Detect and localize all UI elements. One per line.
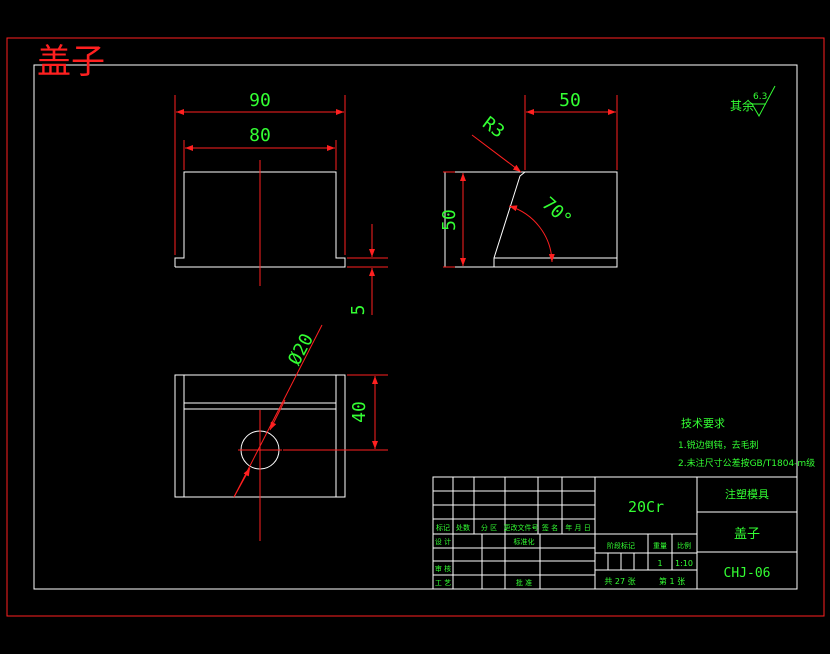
dim-70-label: 70° bbox=[538, 193, 576, 230]
dim-70-arc bbox=[508, 205, 555, 263]
dim-diameter-arrow-b bbox=[233, 467, 251, 498]
tb-header-docno: 更改文件号 bbox=[504, 523, 539, 532]
tech-req-title: 技术要求 bbox=[681, 417, 725, 430]
dim-90 bbox=[174, 95, 346, 255]
tb-scale: 1:10 bbox=[675, 559, 693, 568]
dim-80 bbox=[183, 140, 337, 170]
tb-header-sign: 签 名 bbox=[542, 523, 558, 532]
tb-material: 20Cr bbox=[628, 498, 664, 516]
surface-finish-symbol bbox=[751, 85, 776, 118]
outer-border bbox=[6, 37, 825, 617]
drawing-title: 盖子 bbox=[37, 42, 105, 82]
tb-project: 注塑模具 bbox=[725, 487, 769, 501]
dim-50-vertical bbox=[443, 171, 466, 268]
tb-design-label: 设 计 bbox=[435, 537, 451, 546]
dim-5-label: 5 bbox=[348, 305, 369, 316]
dim-50-vertical-label: 50 bbox=[439, 209, 460, 231]
dim-diameter-label: Ø20 bbox=[284, 330, 318, 369]
tb-header-zone: 分 区 bbox=[481, 523, 497, 532]
dim-r3-leader bbox=[471, 134, 522, 173]
tb-scale-label: 比例 bbox=[677, 541, 691, 550]
front-view bbox=[174, 171, 346, 268]
tb-sheets-total: 共 27 张 bbox=[604, 577, 635, 586]
tb-header-mark: 标记 bbox=[436, 523, 450, 532]
tb-process-label: 工 艺 bbox=[435, 579, 451, 587]
dim-r3-label: R3 bbox=[478, 113, 508, 143]
dim-5 bbox=[347, 224, 388, 315]
tb-standard-label: 标准化 bbox=[514, 537, 535, 546]
dim-90-label: 90 bbox=[249, 90, 271, 111]
tb-weight-label: 重量 bbox=[653, 542, 667, 550]
surface-finish-value: 6.3 bbox=[753, 92, 767, 102]
dim-diameter-arrow-a bbox=[269, 399, 286, 431]
tech-req-item-2: 2.未注尺寸公差按GB/T1804-m级 bbox=[678, 457, 815, 469]
tb-review-label: 审 核 bbox=[435, 564, 451, 573]
side-view bbox=[444, 171, 618, 268]
tb-sheet-no: 第 1 张 bbox=[659, 576, 685, 586]
tb-quantity: 1 bbox=[657, 559, 662, 568]
tb-header-count: 处数 bbox=[456, 523, 470, 532]
tb-header-date: 年 月 日 bbox=[565, 523, 590, 532]
dim-40-label: 40 bbox=[349, 401, 370, 423]
title-block bbox=[432, 476, 798, 590]
dim-50-horizontal bbox=[524, 95, 618, 170]
surface-finish-label: 其余 bbox=[730, 98, 754, 113]
tb-drawing-no: CHJ-06 bbox=[724, 566, 771, 581]
dim-50-horizontal-label: 50 bbox=[559, 90, 581, 111]
tb-approve-label: 批 准 bbox=[516, 578, 532, 587]
tb-stage-label: 阶段标记 bbox=[607, 541, 635, 550]
tb-part-name: 盖子 bbox=[734, 527, 760, 542]
dim-40 bbox=[283, 374, 388, 451]
inner-border bbox=[33, 64, 798, 590]
dim-80-label: 80 bbox=[249, 125, 271, 146]
tech-req-item-1: 1.锐边倒钝，去毛刺 bbox=[678, 439, 759, 451]
